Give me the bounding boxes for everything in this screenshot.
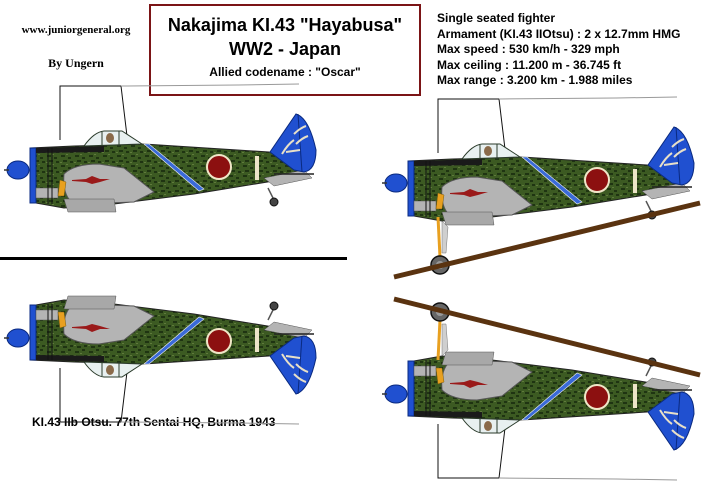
title-box: Nakajima KI.43 "Hayabusa" WW2 - Japan Al… [149, 4, 421, 96]
spec-speed: Max speed : 530 km/h - 329 mph [437, 42, 620, 56]
spec-armament: Armament (KI.43 IIOtsu) : 2 x 12.7mm HMG [437, 26, 681, 41]
aircraft-name: Nakajima KI.43 "Hayabusa" [167, 15, 403, 35]
author-credit: By Ungern [48, 56, 104, 70]
spec-range: Max range : 3.200 km - 1.988 miles [437, 73, 633, 87]
site-url: www.juniorgeneral.org [21, 24, 131, 36]
plane-bottom-left [3, 295, 317, 425]
spec-role: Single seated fighter [437, 11, 556, 25]
display-stand [393, 200, 701, 280]
plane-top-right [381, 96, 701, 280]
spec-ceiling: Max ceiling : 11.200 m - 36.745 ft [437, 57, 622, 72]
spec-list: Single seated fighter Armament (KI.43 II… [437, 11, 680, 89]
display-stand [393, 296, 701, 378]
fold-divider [0, 257, 347, 260]
allied-codename: Allied codename : "Oscar" [209, 65, 361, 79]
plane-top-left [3, 83, 317, 213]
plane-bottom-right [381, 296, 701, 481]
era-country: WW2 - Japan [228, 39, 341, 59]
